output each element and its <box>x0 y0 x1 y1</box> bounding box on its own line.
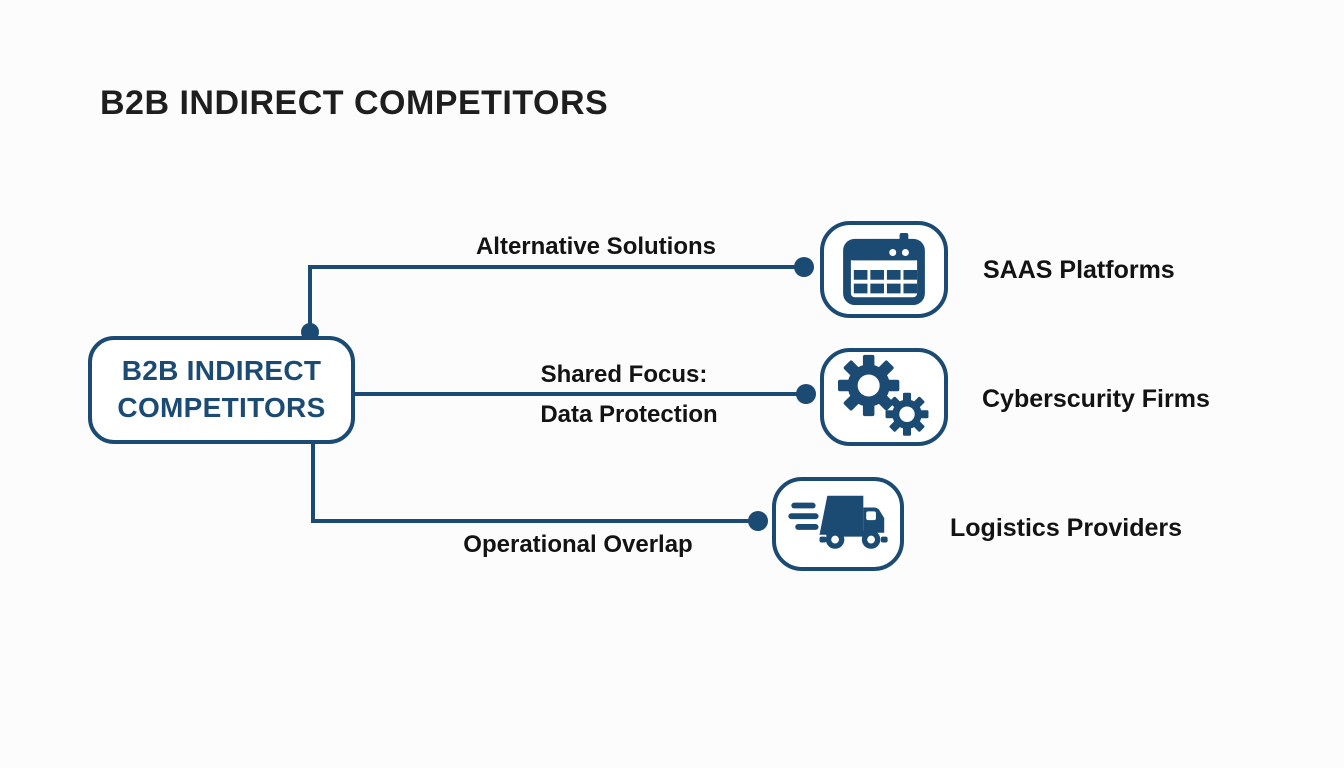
node-label-cybersecurity-firms: Cyberscurity Firms <box>982 385 1210 413</box>
delivery-truck-icon <box>788 495 888 549</box>
edge-line-alternative-solutions <box>308 265 798 333</box>
edge-line-operational-overlap <box>311 443 752 523</box>
page-title: B2B INDIRECT COMPETITORS <box>100 84 609 122</box>
edge-label-shared-focus: Shared Focus: <box>540 361 708 388</box>
root-node-b2b-indirect-competitors: B2B INDIRECT COMPETITORS <box>88 336 355 444</box>
root-node-label-line1: B2B INDIRECT <box>121 355 322 387</box>
connector-dot <box>796 384 816 404</box>
node-cybersecurity-firms <box>820 348 948 446</box>
connector-dot <box>748 511 768 531</box>
edge-label-operational-overlap: Operational Overlap <box>463 531 693 558</box>
root-node-label-line2: COMPETITORS <box>117 392 326 423</box>
gears-icon <box>837 354 929 436</box>
node-label-logistics-providers: Logistics Providers <box>950 514 1183 542</box>
node-saas-platforms <box>820 221 948 318</box>
connector-dot <box>794 257 814 277</box>
node-logistics-providers <box>772 477 904 571</box>
calendar-icon <box>843 232 925 305</box>
node-label-saas-platforms: SAAS Platforms <box>983 256 1175 284</box>
edge-label-alternative-solutions: Alternative Solutions <box>475 233 717 260</box>
edge-label-data-protection: Data Protection <box>540 401 718 428</box>
